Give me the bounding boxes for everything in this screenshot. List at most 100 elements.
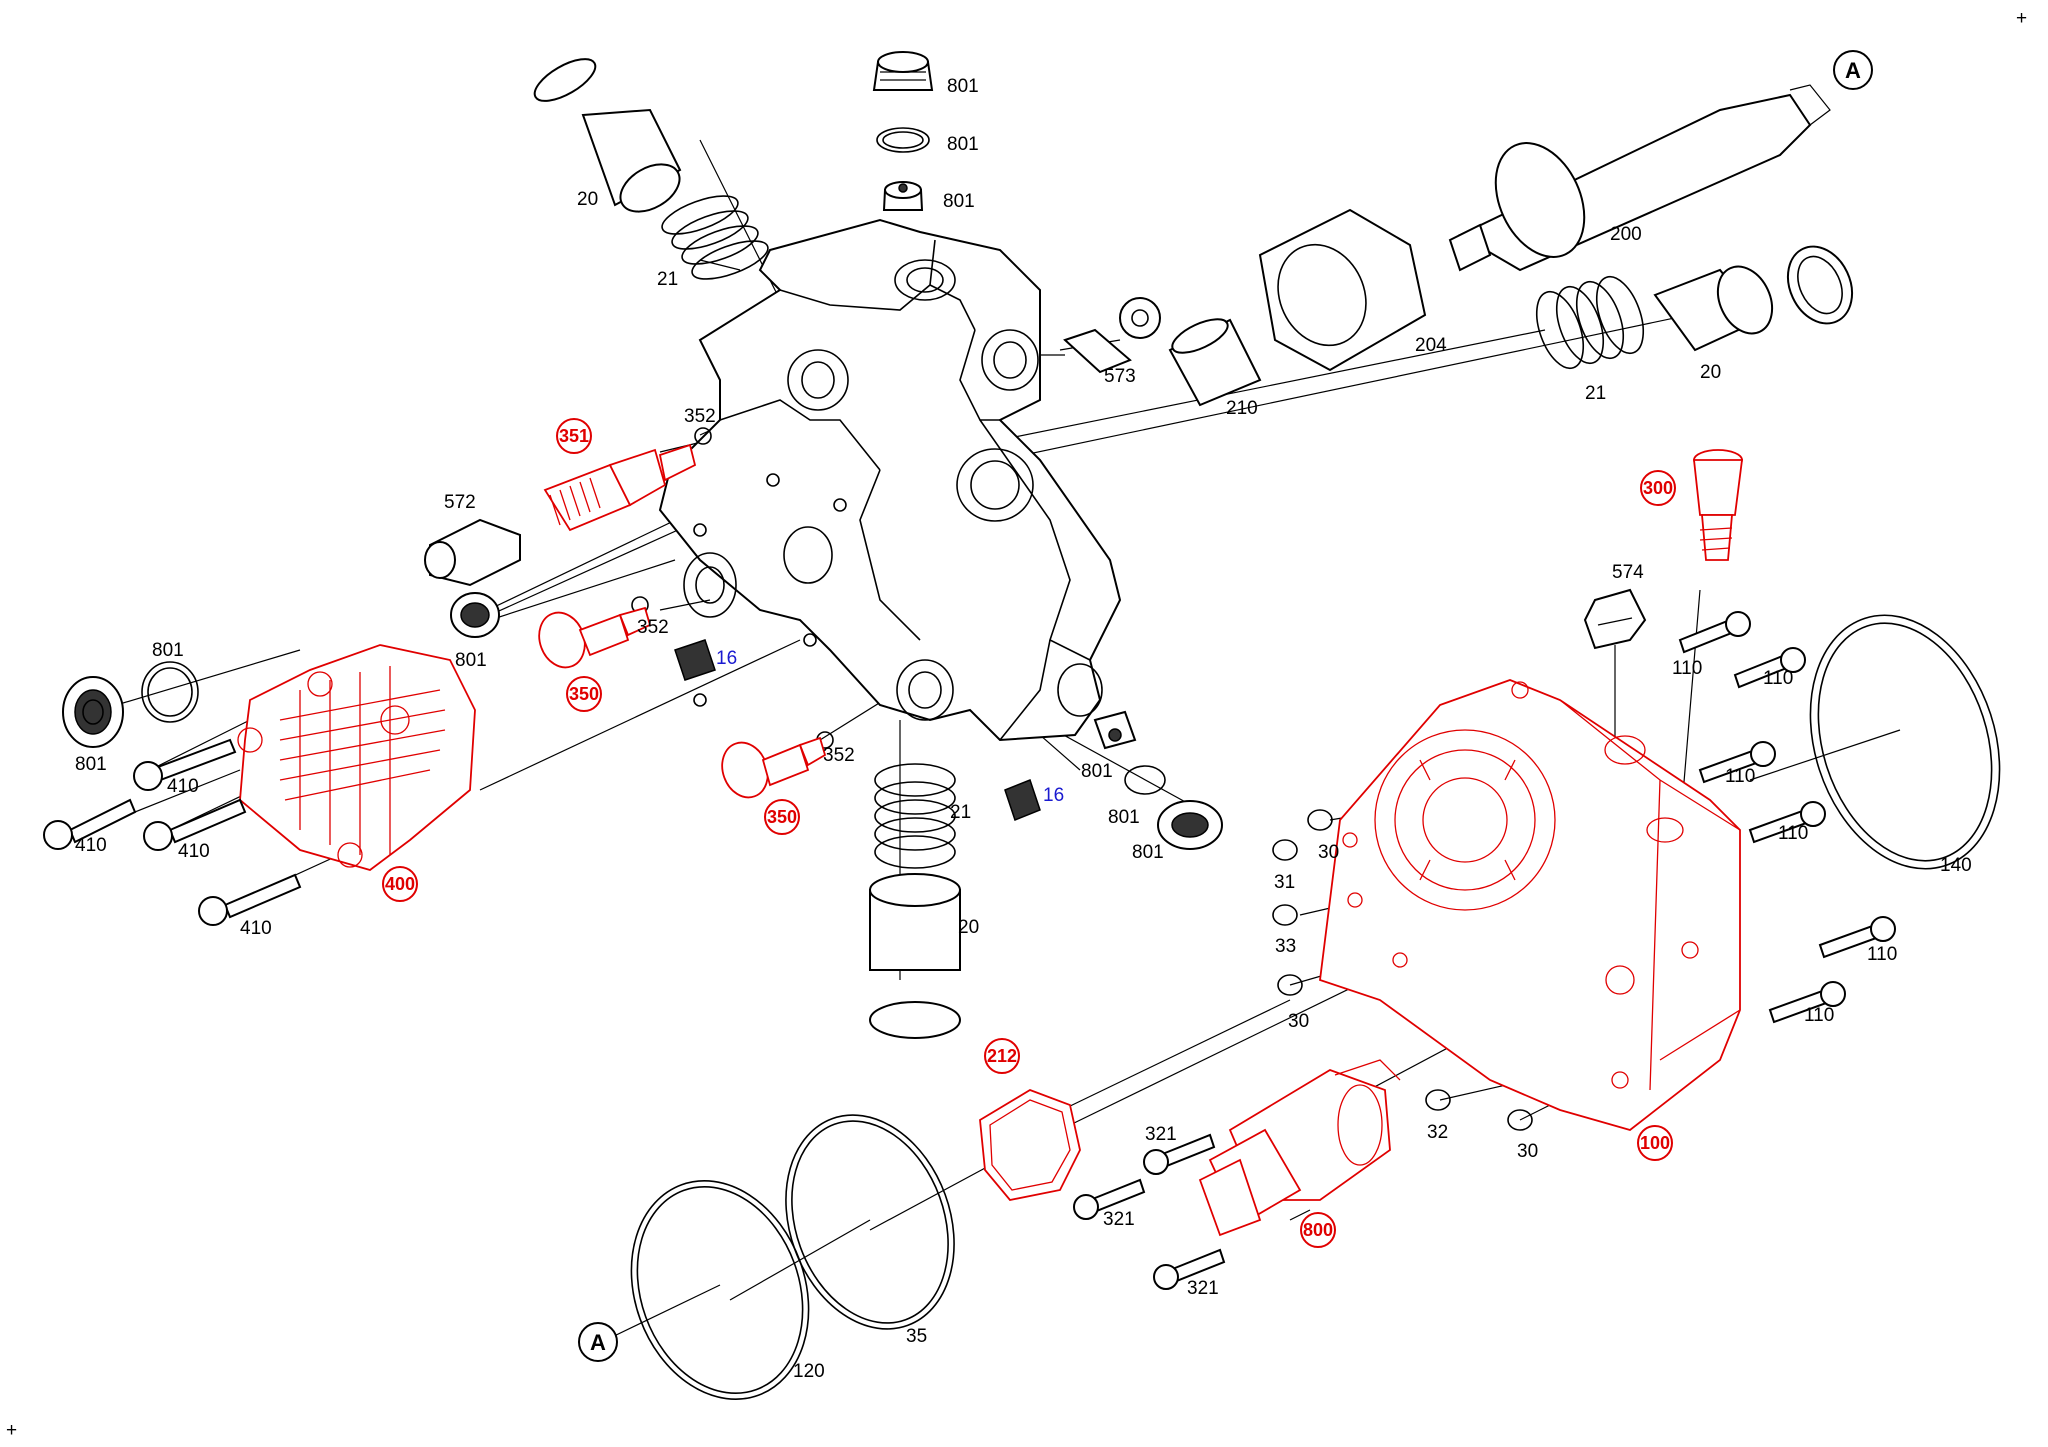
tappet-20-bottom	[869, 873, 961, 1039]
ref-circle-a-top: A	[1833, 50, 1873, 90]
ball-352-a	[694, 427, 712, 445]
set-screw-16-a	[674, 639, 716, 681]
label-33: 33	[1275, 936, 1296, 957]
label-20: 20	[1700, 362, 1721, 383]
label-110: 110	[1778, 823, 1808, 844]
spring-right	[1535, 275, 1645, 370]
shaft-nut	[1258, 208, 1427, 372]
label-352: 352	[637, 617, 669, 638]
label-110: 110	[1867, 944, 1897, 965]
label-801: 801	[1108, 807, 1140, 828]
label-30: 30	[1288, 1011, 1309, 1032]
label-140: 140	[1940, 855, 1972, 876]
corner-mark-top-right: +	[2016, 8, 2027, 29]
label-321: 321	[1103, 1209, 1135, 1230]
oring-140	[1809, 614, 2001, 870]
label-801: 801	[75, 754, 107, 775]
set-screw-16-b	[1004, 779, 1041, 821]
red-cover-400	[237, 644, 476, 871]
red-valve-350-b	[721, 736, 827, 799]
screws-110	[1678, 611, 1896, 1024]
label-210: 210	[1226, 398, 1258, 419]
label-20: 20	[577, 189, 598, 210]
label-110: 110	[1725, 766, 1755, 787]
oring-801-left	[141, 661, 199, 723]
label-321: 321	[1145, 1124, 1177, 1145]
label-200: 200	[1610, 224, 1642, 245]
label-32: 32	[1427, 1122, 1448, 1143]
label-30: 30	[1517, 1141, 1538, 1162]
label-801: 801	[152, 640, 184, 661]
label-801: 801	[947, 76, 979, 97]
label-21: 21	[1585, 383, 1606, 404]
ref-circle-a-bottom: A	[578, 1322, 618, 1362]
callout-350-a: 350	[569, 684, 599, 704]
label-21: 21	[657, 269, 678, 290]
callout-800: 800	[1303, 1220, 1333, 1240]
oring-120	[630, 1180, 810, 1400]
plug-572	[424, 518, 521, 587]
label-321: 321	[1187, 1278, 1219, 1299]
drive-shaft	[1448, 84, 1831, 272]
label-20: 20	[958, 917, 979, 938]
label-35: 35	[906, 1326, 927, 1347]
plug-801-left-large	[62, 676, 124, 748]
label-410: 410	[240, 918, 272, 939]
label-120: 120	[793, 1361, 825, 1382]
label-410: 410	[75, 835, 107, 856]
callout-400: 400	[385, 874, 415, 894]
cup-tappet-top	[533, 58, 682, 213]
label-801: 801	[1132, 842, 1164, 863]
callout-100: 100	[1640, 1133, 1670, 1153]
label-801: 801	[947, 134, 979, 155]
plug-801-left-seal	[450, 592, 500, 638]
pump-housing	[658, 218, 1122, 742]
bracket-573	[1063, 297, 1161, 374]
label-352: 352	[823, 745, 855, 766]
label-801: 801	[1081, 761, 1113, 782]
ref-a-top-label: A	[1845, 58, 1861, 83]
label-110: 110	[1763, 668, 1793, 689]
red-callouts: 351 350 350 400 300 212 100 800	[382, 418, 1676, 1248]
label-801: 801	[455, 650, 487, 671]
plug-801-lower	[1093, 710, 1223, 850]
top-plug-stack	[872, 51, 934, 211]
label-574: 574	[1612, 562, 1644, 583]
red-valve-350-a	[538, 606, 652, 669]
label-110: 110	[1672, 658, 1702, 679]
oring-35	[785, 1114, 955, 1330]
label-352: 352	[684, 406, 716, 427]
red-gasket-212	[979, 1089, 1081, 1201]
screws-410	[43, 738, 302, 926]
label-21: 21	[950, 802, 971, 823]
label-30: 30	[1318, 842, 1339, 863]
label-16: 16	[1043, 785, 1064, 806]
spring-top	[661, 195, 769, 280]
label-16: 16	[716, 648, 737, 669]
label-573: 573	[1104, 366, 1136, 387]
red-fitting-351	[543, 443, 697, 532]
label-31: 31	[1274, 872, 1295, 893]
tappet-right	[1653, 245, 1854, 352]
callout-350-b: 350	[767, 807, 797, 827]
red-valve-300	[1692, 449, 1744, 561]
callout-300: 300	[1643, 478, 1673, 498]
plug-574	[1583, 588, 1647, 650]
label-410: 410	[178, 841, 210, 862]
corner-mark-bottom-left: +	[6, 1420, 17, 1441]
shaft-sleeve	[1168, 318, 1262, 407]
red-valve-800	[1198, 1059, 1401, 1237]
screws-321	[1073, 1133, 1226, 1290]
label-410: 410	[167, 776, 199, 797]
callout-212: 212	[987, 1046, 1017, 1066]
part-labels: 801 801 801 801 801 801 801 801 801 20 2…	[75, 76, 1972, 1382]
red-housing-100	[1319, 679, 1741, 1131]
ref-a-bottom-label: A	[590, 1330, 606, 1355]
label-204: 204	[1415, 335, 1447, 356]
label-572: 572	[444, 492, 476, 513]
label-801: 801	[943, 191, 975, 212]
label-110: 110	[1804, 1005, 1834, 1026]
small-orings	[1272, 809, 1533, 1131]
callout-351: 351	[559, 426, 589, 446]
